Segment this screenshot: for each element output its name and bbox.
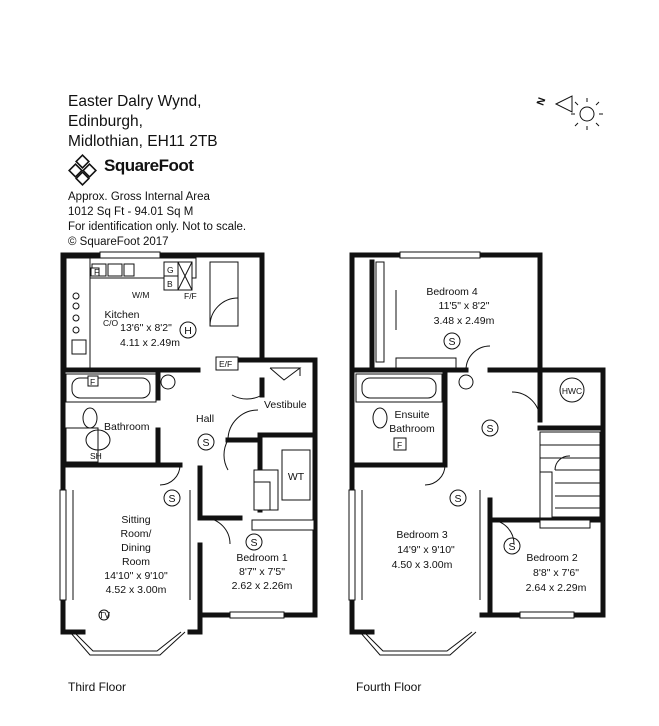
- kitchen-name: Kitchen: [104, 309, 139, 321]
- bedroom2-metric: 2.64 x 2.29m: [526, 582, 587, 594]
- kitchen-ff-label: F/F: [184, 291, 197, 301]
- bedroom3-name: Bedroom 3: [396, 529, 448, 541]
- bedroom4-name: Bedroom 4: [426, 286, 478, 298]
- sitting-line-2: Room/: [121, 528, 152, 540]
- tv-label: TV: [99, 610, 110, 620]
- address-line-3: Midlothian, EH11 2TB: [68, 133, 218, 150]
- north-compass-icon: N: [535, 95, 603, 130]
- sitting-line-4: Room: [122, 556, 150, 568]
- ensuite-line-2: Bathroom: [389, 423, 435, 435]
- sitting-metric: 4.52 x 3.00m: [106, 584, 167, 596]
- kitchen-g-label: G: [167, 265, 174, 275]
- bed1-smoke-label: S: [250, 537, 257, 549]
- wt-name: WT: [288, 471, 305, 483]
- hall-name: Hall: [196, 413, 214, 425]
- hwc-name: HWC: [562, 386, 582, 396]
- ensuite-line-1: Ensuite: [394, 409, 429, 421]
- kitchen-co-label: C/O: [103, 318, 119, 328]
- ensuite-f-label: F: [397, 440, 402, 450]
- kitchen-metric: 4.11 x 2.49m: [120, 337, 180, 349]
- vestibule-name: Vestibule: [264, 399, 307, 411]
- third-floor-plan: F G B W/M F/F C/O Kitchen 13'6" x 8'2" 4…: [59, 251, 318, 656]
- area-info-line-3: For identification only. Not to scale.: [68, 221, 247, 233]
- kitchen-heater-label: H: [184, 325, 192, 337]
- bed4-smoke-label: S: [448, 336, 455, 348]
- brand-logo-text: SquareFoot: [104, 156, 194, 175]
- fourth-floor-plan: HWC Bedroom 4 11'5" x 8'2" 3.48 x 2.49m …: [348, 251, 606, 656]
- kitchen-imperial: 13'6" x 8'2": [120, 322, 172, 334]
- bedroom1-metric: 2.62 x 2.26m: [232, 580, 293, 592]
- area-info-line-2: 1012 Sq Ft - 94.01 Sq M: [68, 206, 194, 218]
- sitting-line-3: Dining: [121, 542, 151, 554]
- third-floor-label: Third Floor: [68, 680, 127, 694]
- kitchen-wm-label: W/M: [132, 290, 149, 300]
- address-block: Easter Dalry Wynd, Edinburgh, Midlothian…: [68, 92, 218, 152]
- sitting-imperial: 14'10" x 9'10": [104, 570, 168, 582]
- bedroom1-imperial: 8'7" x 7'5": [239, 566, 285, 578]
- bedroom1-name: Bedroom 1: [236, 552, 288, 564]
- bedroom3-metric: 4.50 x 3.00m: [392, 559, 453, 571]
- bathroom-name: Bathroom: [104, 421, 150, 433]
- kitchen-f-label: F: [94, 267, 99, 277]
- area-info-line-4: © SquareFoot 2017: [68, 236, 169, 248]
- bath-f-label: F: [90, 377, 95, 387]
- bedroom3-imperial: 14'9" x 9'10": [397, 544, 455, 556]
- hall-smoke-label: S: [202, 437, 209, 449]
- address-line-1: Easter Dalry Wynd,: [68, 93, 202, 110]
- bed3-smoke-label: S: [454, 493, 461, 505]
- sitting-smoke-label: S: [168, 493, 175, 505]
- bedroom2-imperial: 8'8" x 7'6": [533, 567, 579, 579]
- compass-letter: N: [535, 96, 549, 107]
- bed2-smoke-label: S: [508, 541, 515, 553]
- sitting-line-1: Sitting: [121, 514, 150, 526]
- area-info: Approx. Gross Internal Area 1012 Sq Ft -…: [68, 190, 246, 250]
- address-line-2: Edinburgh,: [68, 113, 143, 130]
- squarefoot-logo-icon: [68, 154, 97, 186]
- area-info-line-1: Approx. Gross Internal Area: [68, 191, 210, 203]
- ef-label: E/F: [219, 359, 232, 369]
- landing-smoke-label: S: [486, 423, 493, 435]
- sh-label: SH: [90, 451, 102, 461]
- bedroom4-metric: 3.48 x 2.49m: [434, 315, 495, 327]
- bedroom4-imperial: 11'5" x 8'2": [439, 300, 490, 312]
- kitchen-b-label: B: [167, 279, 173, 289]
- bedroom2-name: Bedroom 2: [526, 552, 578, 564]
- fourth-floor-label: Fourth Floor: [356, 680, 422, 694]
